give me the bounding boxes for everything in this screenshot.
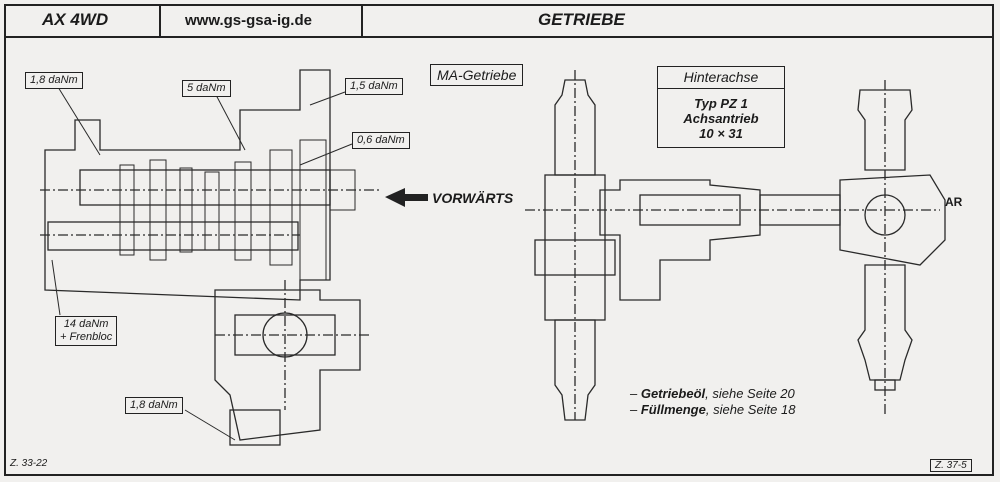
torque-label-14-value: 14 daNm xyxy=(63,318,109,330)
torque-label-14-sub: + Frenbloc xyxy=(60,331,113,343)
torque-label-14: 14 daNm + Frenbloc xyxy=(55,316,118,346)
ma-gearbox-label: MA-Getriebe xyxy=(430,64,524,86)
torque-label-top-left: 1,8 daNm xyxy=(25,72,83,89)
figure-ref-left: Z. 33-22 xyxy=(10,458,48,469)
rear-axle-drive: Achsantrieb xyxy=(683,111,759,126)
rear-axle-info-box: Hinterachse Typ PZ 1 Achsantrieb 10 × 31 xyxy=(657,66,785,148)
arrow-left-icon xyxy=(385,188,428,207)
note-oil-ref: , siehe Seite 20 xyxy=(705,386,795,401)
forward-direction-label: VORWÄRTS xyxy=(432,190,514,206)
note-oil-term: Getriebeöl xyxy=(640,386,706,401)
rear-axle-ratio: 10 × 31 xyxy=(699,126,743,141)
header-bar: AX 4WD www.gs-gsa-ig.de GETRIEBE xyxy=(4,4,994,38)
page-title: GETRIEBE xyxy=(538,10,625,29)
model-label: AX 4WD xyxy=(4,4,161,36)
torque-label-15: 1,5 daNm xyxy=(345,78,403,95)
note-fill-ref: , siehe Seite 18 xyxy=(705,402,796,417)
notes-block: – Getriebeöl, siehe Seite 20 – Füllmenge… xyxy=(630,386,795,418)
manual-gearbox-drawing xyxy=(40,69,380,446)
figure-ref-right: Z. 37-5 xyxy=(930,459,972,472)
note-fill: – Füllmenge, siehe Seite 18 xyxy=(630,402,796,417)
torque-label-5: 5 daNm xyxy=(182,80,231,97)
note-fill-term: Füllmenge xyxy=(640,402,706,417)
rear-axle-drawing xyxy=(525,70,946,421)
torque-label-bottom: 1,8 daNm xyxy=(125,397,183,414)
rear-marker-label: AR xyxy=(945,195,963,209)
leader-lines xyxy=(51,86,353,441)
rear-axle-type: Typ PZ 1 xyxy=(694,96,748,111)
note-oil: – Getriebeöl, siehe Seite 20 xyxy=(630,386,795,401)
torque-label-06: 0,6 daNm xyxy=(352,132,410,149)
rear-axle-title: Hinterachse xyxy=(658,67,784,89)
page-frame xyxy=(4,4,994,476)
website-url: www.gs-gsa-ig.de xyxy=(161,4,363,36)
